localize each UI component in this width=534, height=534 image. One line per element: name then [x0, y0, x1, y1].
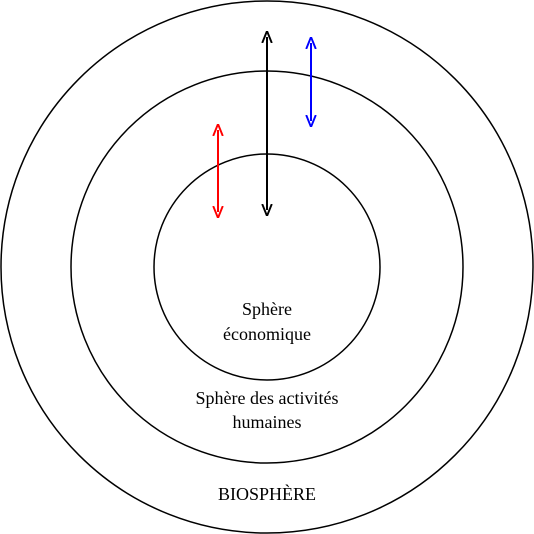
human-activities-label-line2: humaines: [232, 412, 302, 432]
biosphere-label: BIOSPHÈRE: [217, 484, 316, 504]
human-activities-label-line1: Sphère des activités: [195, 388, 339, 408]
economic-sphere-label-line1: Sphère: [242, 299, 292, 319]
economic-sphere-label-line2: économique: [223, 324, 311, 344]
